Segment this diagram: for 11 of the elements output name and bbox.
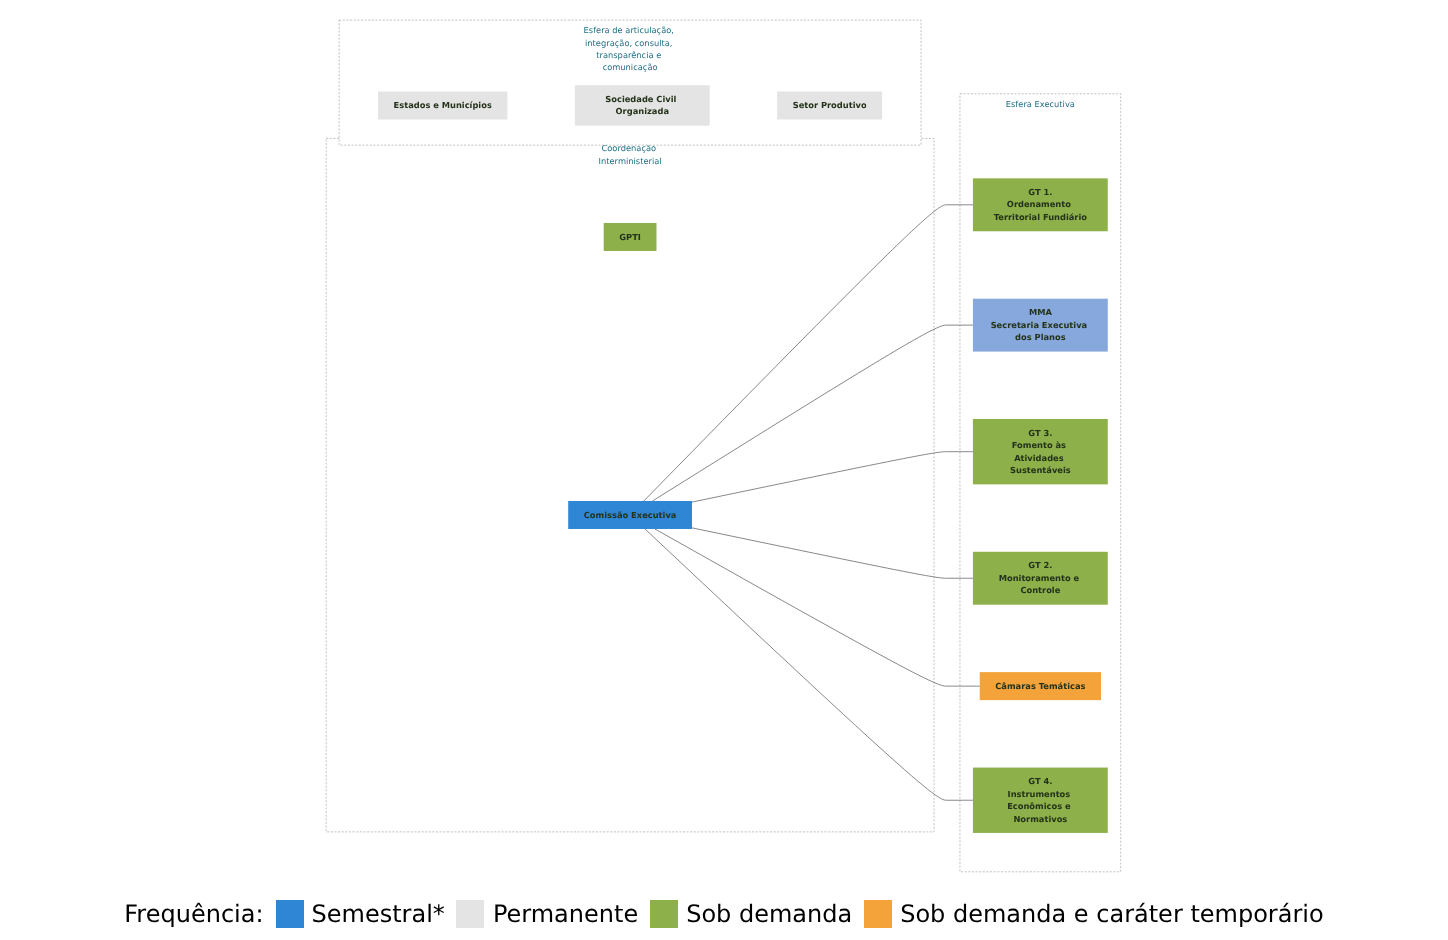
legend-label: Sob demanda	[686, 900, 853, 928]
connector	[643, 204, 974, 502]
legend-label: Permanente	[492, 900, 639, 928]
connector	[692, 527, 974, 579]
legend-label: Sob demanda e caráter temporário	[900, 900, 1324, 928]
legend-heading: Frequência:	[124, 900, 264, 928]
connector	[645, 528, 974, 801]
connector	[655, 528, 981, 687]
legend-label: Semestral*	[311, 900, 445, 928]
connector	[692, 451, 974, 503]
connector	[652, 324, 974, 502]
